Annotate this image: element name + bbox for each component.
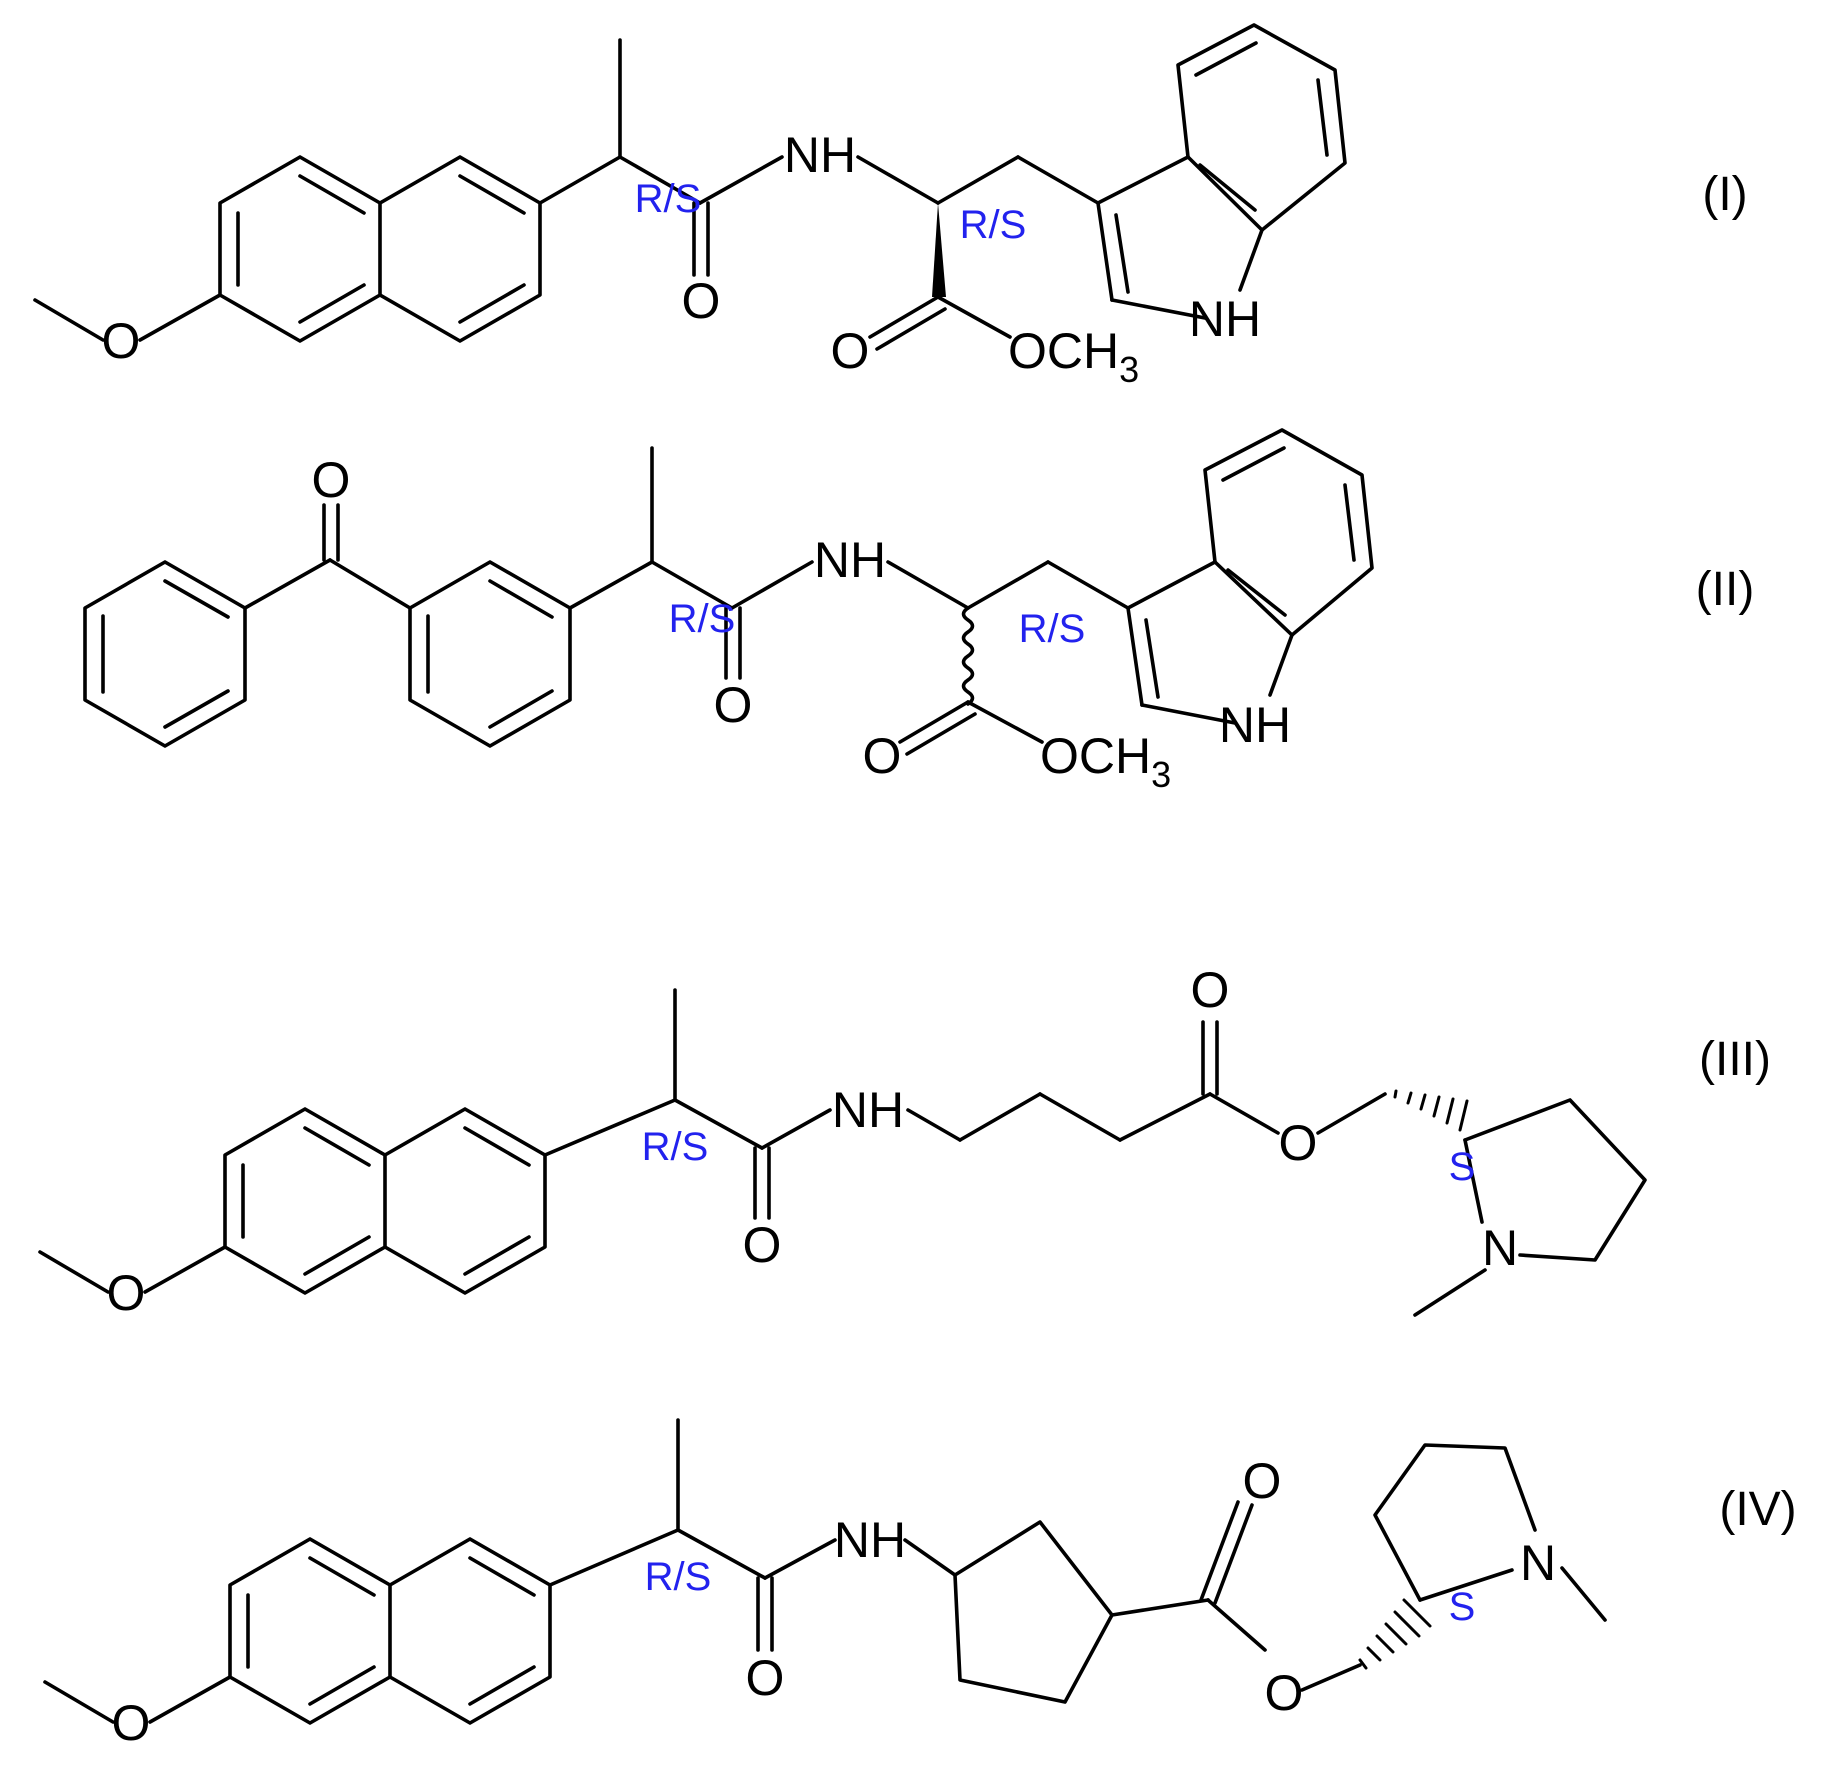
compound-2-amide-nh: NH (814, 532, 886, 588)
compound-4-ester-oxygen: O (1265, 1665, 1304, 1721)
compound-3-stereo-label-1: R/S (642, 1125, 709, 1169)
compound-4-bonds (43, 1418, 1607, 1725)
compound-2-label: (II) (1696, 563, 1755, 616)
compound-3-label: (III) (1699, 1033, 1771, 1086)
compound-1-amide-nh: NH (784, 127, 856, 183)
compound-3-amide-oxygen: O (743, 1217, 782, 1273)
compound-4-amide-nh: NH (834, 1512, 906, 1568)
compound-4-carbonyl-oxygen: O (1243, 1453, 1282, 1509)
compound-1-stereo-label-1: R/S (635, 177, 702, 221)
compound-2: O NH O O OCH3 NH R/S R/S (II) (83, 428, 1755, 795)
compound-2-wavy-bond (961, 606, 975, 706)
compound-3-hashed-wedge (1393, 1089, 1469, 1132)
compound-4-hashed-wedge (1358, 1598, 1432, 1670)
compound-1-bonds (33, 23, 1347, 351)
compound-2-och3: OCH3 (1040, 728, 1171, 795)
compound-4-stereo-label-1: R/S (645, 1555, 712, 1599)
compound-1: O NH O O OCH3 NH R/S R/S (I) (33, 23, 1748, 390)
compound-2-amide-oxygen: O (714, 677, 753, 733)
compound-3-bonds (38, 988, 1647, 1317)
compound-3-carbonyl-oxygen: O (1191, 962, 1230, 1018)
compound-4-stereo-label-2: S (1449, 1585, 1476, 1629)
compound-3-amide-nh: NH (832, 1082, 904, 1138)
compound-1-stereo-label-2: R/S (960, 203, 1027, 247)
compound-1-och3: OCH3 (1008, 323, 1139, 390)
compound-3-ester-oxygen: O (1279, 1115, 1318, 1171)
compound-4: O NH O O O N R/S S (IV) (43, 1418, 1797, 1751)
compound-4-methoxy-oxygen: O (112, 1695, 151, 1751)
compound-4-amide-oxygen: O (746, 1650, 785, 1706)
compound-4-label: (IV) (1719, 1483, 1796, 1536)
compound-2-indole-nh: NH (1219, 697, 1291, 753)
compound-1-wedge-bond (932, 203, 946, 297)
compound-3: O NH O O O N R/S S (III) (38, 962, 1771, 1321)
compound-1-amide-oxygen: O (682, 273, 721, 329)
compound-4-pyrrolidine-n: N (1520, 1535, 1556, 1591)
compound-1-indole-nh: NH (1189, 291, 1261, 347)
compound-3-pyrrolidine-n: N (1482, 1220, 1518, 1276)
compound-1-methoxy-oxygen: O (102, 313, 141, 369)
compound-2-ketone-oxygen: O (312, 452, 351, 508)
compound-3-methoxy-oxygen: O (107, 1265, 146, 1321)
compound-1-ester-oxygen: O (831, 323, 870, 379)
compound-1-label: (I) (1702, 168, 1747, 221)
compound-3-stereo-label-2: S (1449, 1145, 1476, 1189)
compound-2-bonds (83, 428, 1374, 756)
compound-2-stereo-label-1: R/S (669, 597, 736, 641)
compound-2-ester-oxygen: O (863, 728, 902, 784)
compound-2-stereo-label-2: R/S (1019, 607, 1086, 651)
